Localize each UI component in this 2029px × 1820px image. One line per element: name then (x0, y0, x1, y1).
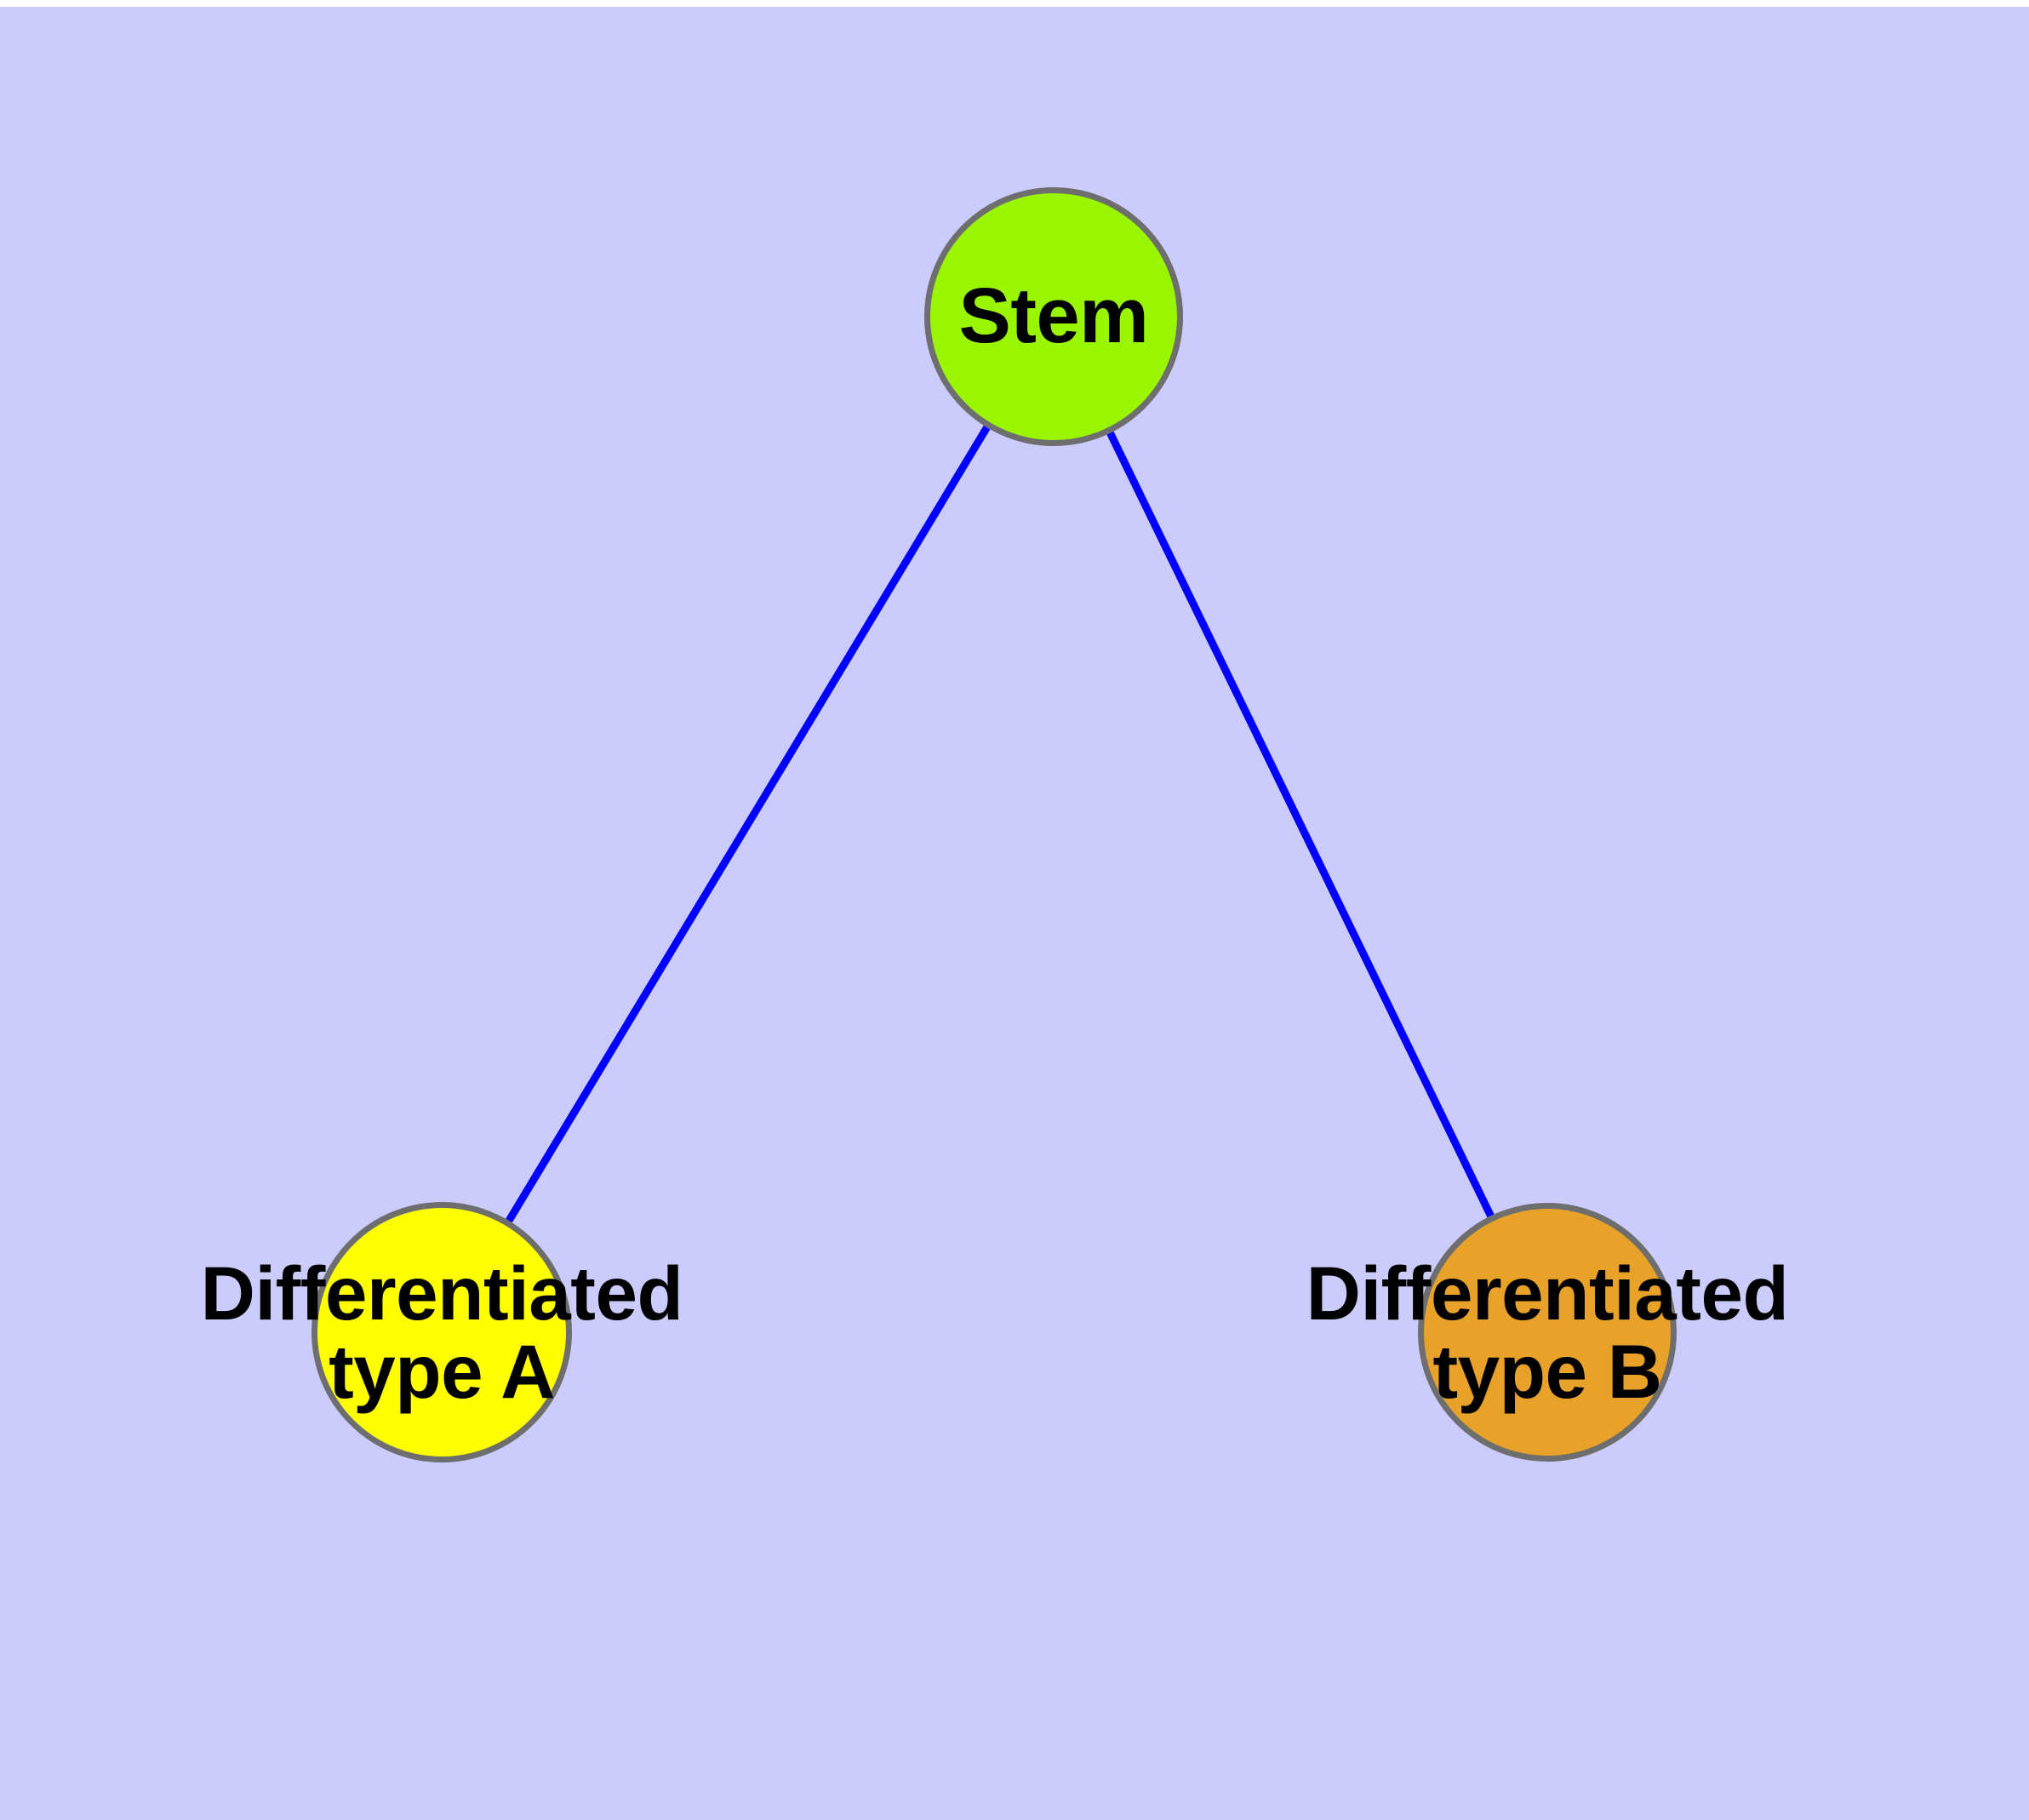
node-differentiated-type-a[interactable] (311, 1202, 572, 1462)
node-stem[interactable] (924, 187, 1183, 446)
graph-svg (311, 187, 1677, 1462)
node-layer (311, 187, 1677, 1462)
node-differentiated-type-b[interactable] (1418, 1203, 1677, 1462)
edge-stem-to-diff-b[interactable] (1106, 431, 1495, 1218)
edge-layer (506, 425, 1495, 1223)
edge-stem-to-diff-a[interactable] (506, 425, 991, 1223)
diagram-plot-area: Stem Differentiated type A Differentiate… (0, 7, 2029, 1820)
